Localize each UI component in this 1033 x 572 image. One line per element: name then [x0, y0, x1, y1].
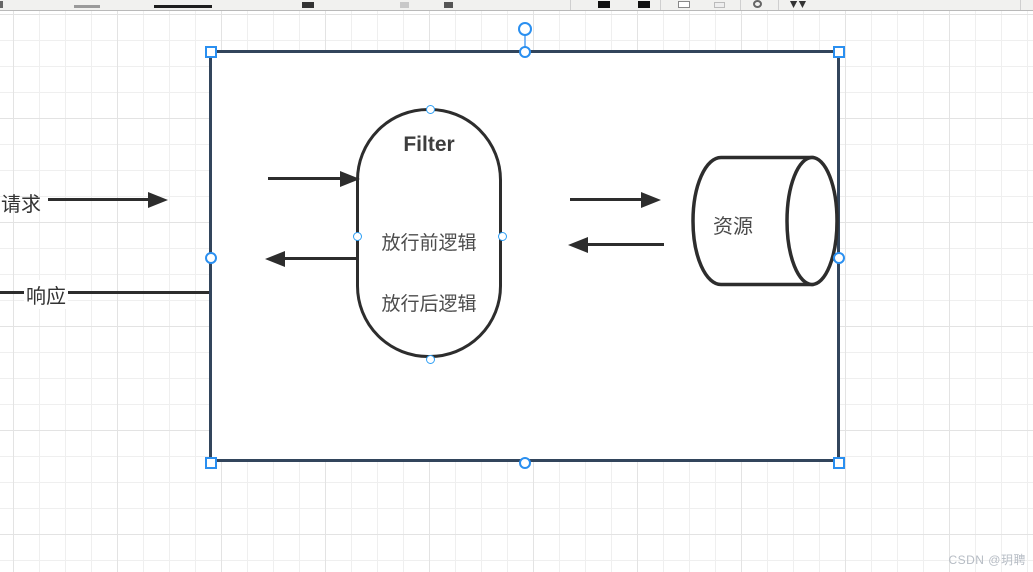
- toolbar-separator: [1020, 0, 1021, 10]
- resize-handle-sw[interactable]: [205, 457, 217, 469]
- toolbar-separator: [778, 0, 779, 10]
- resource-label: 资源: [713, 216, 753, 238]
- toolbar-square-fragment-2[interactable]: [638, 1, 650, 8]
- cylinder-cap: [785, 155, 839, 287]
- resize-handle-e[interactable]: [833, 252, 845, 264]
- rotation-stem: [524, 34, 526, 53]
- request-arrow[interactable]: [48, 191, 168, 208]
- connection-point[interactable]: [353, 232, 362, 241]
- diagram-canvas[interactable]: 请求 响应 Filter 放行前逻辑 放行后逻辑 资源 CSDN @玥聘: [0, 11, 1033, 572]
- connection-point[interactable]: [498, 232, 507, 241]
- filter-in-arrow[interactable]: [268, 170, 360, 187]
- response-line[interactable]: [0, 291, 209, 294]
- filter-title: Filter: [403, 133, 455, 156]
- toolbar-separator: [570, 0, 571, 10]
- toolbar-edge-fragment[interactable]: [0, 1, 3, 8]
- resize-handle-n[interactable]: [519, 46, 531, 58]
- toolbar-fill-fragment[interactable]: [74, 5, 100, 8]
- resize-handle-w[interactable]: [205, 252, 217, 264]
- filter-pre-logic-label: 放行前逻辑: [381, 233, 477, 254]
- toolbar-outline-fragment-2[interactable]: [714, 2, 725, 8]
- filter-out-arrow[interactable]: [265, 250, 356, 267]
- toolbar-square-fragment-1[interactable]: [598, 1, 610, 8]
- toolbar: [0, 0, 1033, 11]
- resource-out-arrow[interactable]: [568, 236, 664, 253]
- resource-cylinder-shape[interactable]: [659, 155, 841, 287]
- toolbar-glyph-fragment[interactable]: [444, 2, 453, 8]
- toolbar-circle-fragment[interactable]: [753, 0, 762, 8]
- resource-in-arrow[interactable]: [570, 191, 661, 208]
- cylinder-body: [691, 155, 814, 287]
- connection-point[interactable]: [426, 355, 435, 364]
- rotation-handle[interactable]: [518, 22, 532, 36]
- connection-point[interactable]: [426, 105, 435, 114]
- resize-handle-se[interactable]: [833, 457, 845, 469]
- resize-handle-s[interactable]: [519, 457, 531, 469]
- response-label[interactable]: 响应: [24, 280, 68, 309]
- toolbar-double-arrow-fragment[interactable]: [790, 1, 806, 8]
- filter-post-logic-label: 放行后逻辑: [381, 294, 477, 315]
- request-label[interactable]: 请求: [1, 194, 41, 216]
- toolbar-text-fragment[interactable]: [154, 5, 212, 8]
- resize-handle-nw[interactable]: [205, 46, 217, 58]
- toolbar-cursor-fragment[interactable]: [400, 2, 409, 8]
- toolbar-separator: [660, 0, 661, 10]
- watermark: CSDN @玥聘: [948, 553, 1026, 567]
- filter-shape[interactable]: Filter 放行前逻辑 放行后逻辑: [356, 108, 502, 358]
- toolbar-outline-fragment-1[interactable]: [678, 1, 690, 8]
- resize-handle-ne[interactable]: [833, 46, 845, 58]
- toolbar-separator: [740, 0, 741, 10]
- toolbar-color-fragment[interactable]: [302, 2, 314, 8]
